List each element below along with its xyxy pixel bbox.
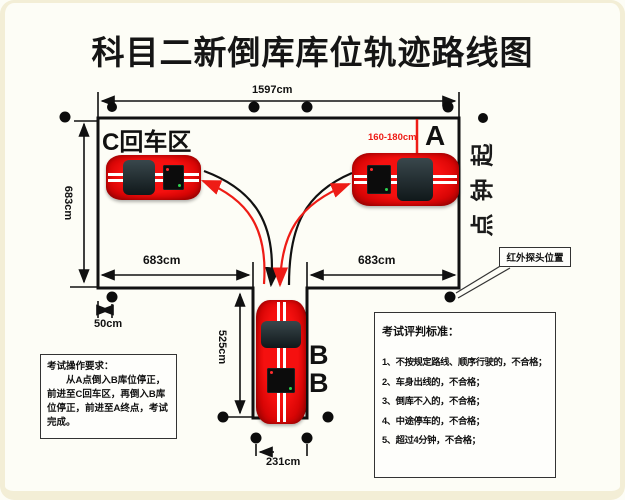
requirements-box: 考试操作要求： 从A点倒入B库位停正， 前进至C回车区，再倒入B库 位停正，前进… (40, 354, 177, 439)
dim-garage-depth: 525cm (216, 329, 228, 365)
requirements-line: 完成。 (47, 417, 76, 428)
car-stripe (276, 302, 286, 422)
zone-b-label-1: B (309, 340, 329, 370)
criteria-item: 1、不按规定路线、顺序行驶的，不合格； (382, 357, 547, 367)
vertical-watermark: 点钟起 (469, 131, 495, 237)
dim-road-left: 683cm (143, 253, 181, 267)
page-title: 科目二新倒库库位轨迹路线图 (91, 34, 534, 71)
requirements-line: 从A点倒入B库位停正， (47, 375, 166, 386)
car-gps-device (267, 368, 295, 393)
car-b-garage (256, 300, 306, 424)
criteria-item: 4、中途停车的，不合格； (382, 415, 485, 426)
car-gps-device (163, 164, 184, 191)
car-windshield (123, 160, 156, 195)
dim-entry-gap: 160-180cm (368, 132, 417, 143)
requirements-line: 位停正，前进至A终点，考试 (47, 403, 168, 414)
sensor-dots (59, 101, 488, 444)
trajectory-curves (200, 169, 353, 288)
car-a-area (352, 153, 459, 206)
requirements-line: 前进至C回车区，再倒入B库 (47, 389, 166, 400)
car-c-area (106, 155, 201, 200)
zone-a-label: A (425, 120, 446, 151)
car-windshield (261, 321, 301, 349)
criteria-item: 2、车身出线的，不合格； (382, 376, 485, 387)
dim-top-width: 1597cm (252, 84, 293, 96)
dim-corner-offset: 50cm (94, 318, 123, 330)
car-gps-device (366, 164, 391, 195)
infrared-label: 红外探头位置 (506, 253, 564, 264)
requirements-heading: 考试操作要求： (47, 361, 114, 372)
zone-c-label: C回车区 (102, 129, 192, 156)
dim-road-right: 683cm (358, 253, 396, 267)
criteria-item: 3、倒库不入的，不合格； (382, 396, 485, 406)
criteria-box: 考试评判标准： 1、不按规定路线、顺序行驶的，不合格； 2、车身出线的，不合格；… (374, 312, 556, 478)
dim-garage-width: 231cm (266, 456, 301, 468)
infrared-connectors (455, 264, 511, 299)
criteria-heading: 考试评判标准： (382, 326, 459, 338)
infrared-label-box: 红外探头位置 (499, 247, 571, 267)
car-windshield (396, 158, 434, 201)
criteria-item: 5、超过4分钟，不合格； (382, 435, 481, 445)
zone-b-label-2: B (309, 368, 329, 398)
dim-left-height: 683cm (62, 185, 74, 221)
